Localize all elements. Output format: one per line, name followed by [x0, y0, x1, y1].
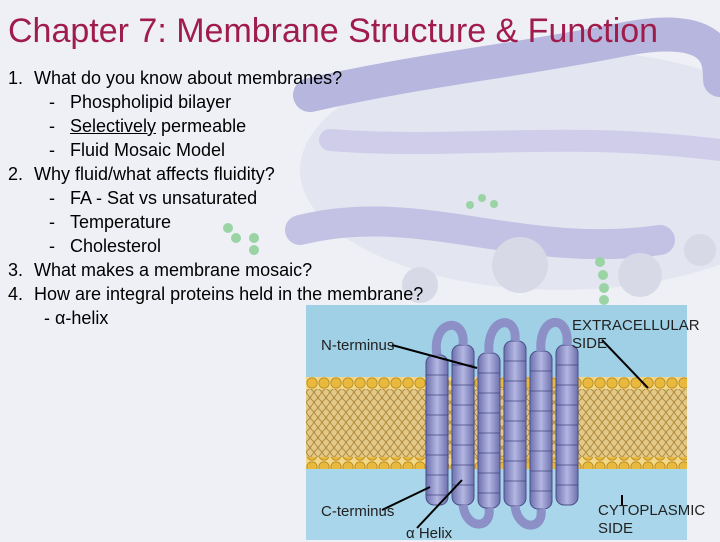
item-text: Why fluid/what affects fluidity?: [34, 164, 275, 184]
bullet-dash: -: [49, 212, 55, 232]
underlined-word: Selectively: [70, 116, 157, 136]
sub-item: - Cholesterol: [8, 234, 488, 258]
sub-item: - α-helix: [8, 306, 488, 330]
page-title: Chapter 7: Membrane Structure & Function: [8, 12, 659, 50]
outline-item-4: 4. How are integral proteins held in the…: [8, 282, 488, 306]
label-line: EXTRACELLULAR: [572, 317, 700, 334]
bullet-dash: -: [49, 188, 55, 208]
sub-item-text: Fluid Mosaic Model: [70, 140, 226, 160]
sub-item-text: Cholesterol: [70, 236, 162, 256]
outline-item-2: 2. Why fluid/what affects fluidity?: [8, 162, 488, 186]
item-number: 3.: [8, 260, 24, 280]
sub-item: - Phospholipid bilayer: [8, 90, 488, 114]
outline-list: 1. What do you know about membranes? - P…: [8, 66, 488, 330]
item-text: How are integral proteins held in the me…: [34, 284, 424, 304]
sub-item-text: FA - Sat vs unsaturated: [70, 188, 258, 208]
bullet-dash: -: [49, 92, 55, 112]
cytoplasmic-side-label: CYTOPLASMIC SIDE: [598, 502, 705, 538]
sub-item: - Temperature: [8, 210, 488, 234]
sub-item-text: - α-helix: [44, 308, 109, 328]
alpha-helix-label: α Helix: [406, 525, 453, 542]
bullet-dash: -: [49, 236, 55, 256]
item-text: What makes a membrane mosaic?: [34, 260, 313, 280]
sub-item: - FA - Sat vs unsaturated: [8, 186, 488, 210]
n-terminus-label: N-terminus: [321, 337, 395, 354]
item-number: 1.: [8, 68, 24, 88]
item-text: What do you know about membranes?: [34, 68, 343, 88]
item-number: 4.: [8, 284, 24, 304]
label-line: SIDE: [572, 335, 608, 352]
sub-item: - Fluid Mosaic Model: [8, 138, 488, 162]
label-line: SIDE: [598, 520, 634, 537]
bullet-dash: -: [49, 116, 55, 136]
c-terminus-label: C-terminus: [321, 503, 395, 520]
sub-item: - Selectively permeable: [8, 114, 488, 138]
outline-item-1: 1. What do you know about membranes?: [8, 66, 488, 90]
item-number: 2.: [8, 164, 24, 184]
sub-item-text: Temperature: [70, 212, 172, 232]
bullet-dash: -: [49, 140, 55, 160]
sub-item-text: permeable: [156, 116, 247, 136]
extracellular-side-label: EXTRACELLULAR SIDE: [572, 317, 700, 353]
sub-item-text: Phospholipid bilayer: [70, 92, 232, 112]
alpha-helix-bundle: [425, 317, 579, 530]
outline-item-3: 3. What makes a membrane mosaic?: [8, 258, 488, 282]
label-line: CYTOPLASMIC: [598, 502, 706, 519]
